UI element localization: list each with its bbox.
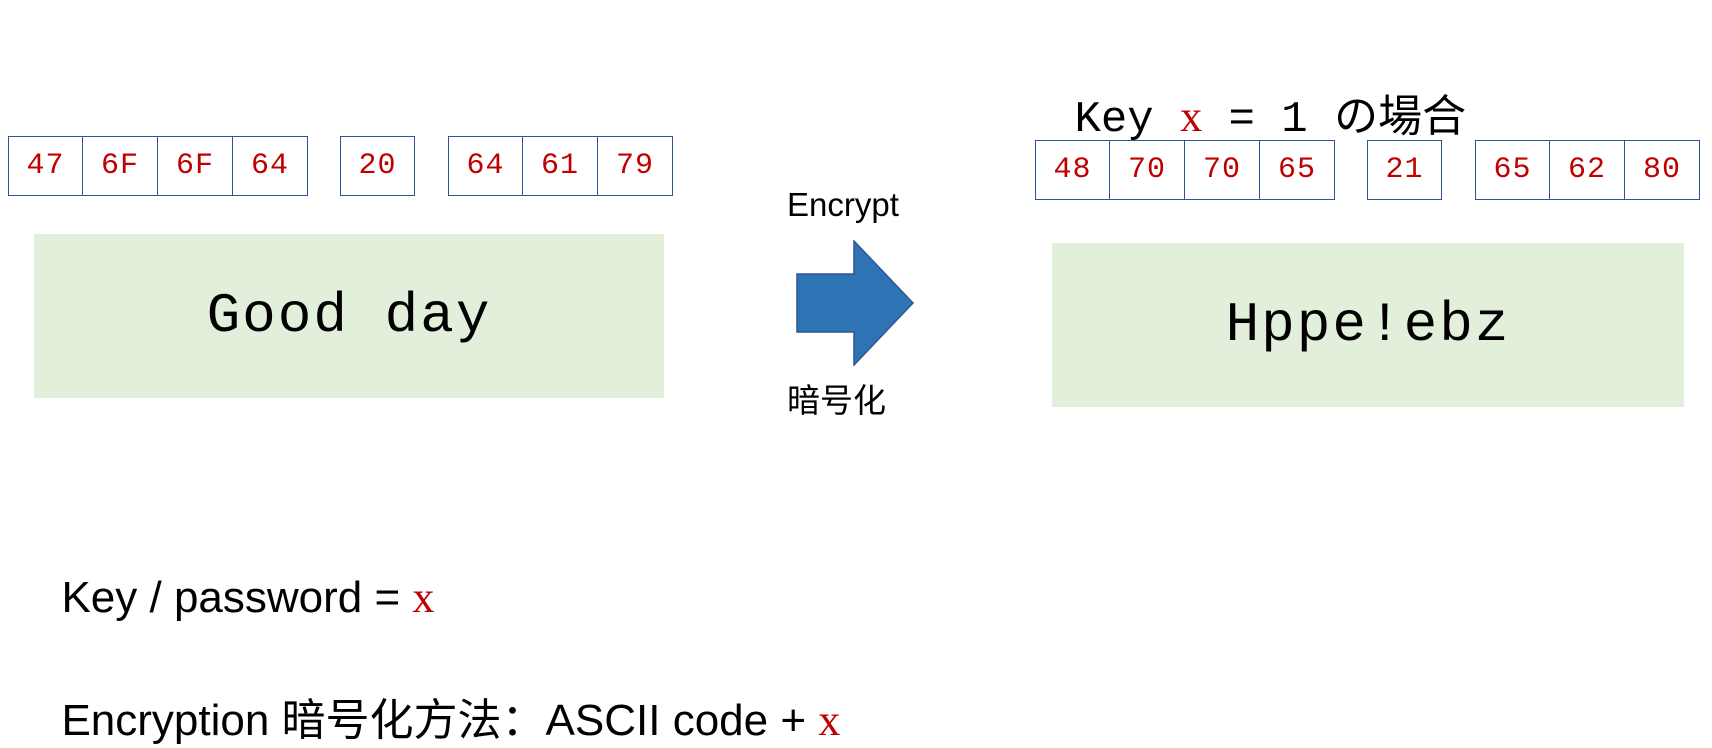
hex-group-word-1: 47 6F 6F 64 xyxy=(8,136,308,196)
ciphertext-box: Hppe!ebz xyxy=(1052,243,1684,407)
method-line-text: Encryption 暗号化方法：ASCII code + xyxy=(61,696,819,745)
hex-cell: 6F xyxy=(83,136,158,196)
hex-cell: 61 xyxy=(523,136,598,196)
hex-group-word-2: 65 62 80 xyxy=(1475,140,1700,200)
encrypt-label: Encrypt xyxy=(787,186,899,223)
hex-cell: 47 xyxy=(8,136,83,196)
hex-cell: 65 xyxy=(1475,140,1550,200)
ciphertext-hex-row: 48 70 70 65 21 65 62 80 xyxy=(1035,140,1700,200)
hex-cell: 48 xyxy=(1035,140,1110,200)
hex-cell: 64 xyxy=(448,136,523,196)
hex-group-space: 20 xyxy=(340,136,415,196)
right-arrow-icon xyxy=(796,240,915,366)
key-variable: x xyxy=(818,696,841,745)
key-line: Key / password = x xyxy=(37,522,434,623)
hex-cell: 6F xyxy=(158,136,233,196)
hex-group-word-2: 64 61 79 xyxy=(448,136,673,196)
key-caption-prefix: Key xyxy=(1074,95,1181,145)
key-line-text: Key / password = xyxy=(61,573,413,622)
hex-cell: 62 xyxy=(1550,140,1625,200)
hex-cell: 70 xyxy=(1185,140,1260,200)
hex-group-space: 21 xyxy=(1367,140,1442,200)
key-variable: x xyxy=(412,573,435,622)
hex-cell: 65 xyxy=(1260,140,1335,200)
method-line: Encryption 暗号化方法：ASCII code + x xyxy=(37,634,840,748)
plaintext-box: Good day xyxy=(34,234,664,398)
hex-cell: 70 xyxy=(1110,140,1185,200)
key-caption-suffix: の場合 xyxy=(1334,92,1467,141)
hex-cell: 80 xyxy=(1625,140,1700,200)
hex-group-word-1: 48 70 70 65 xyxy=(1035,140,1335,200)
hex-cell: 20 xyxy=(340,136,415,196)
hex-cell: 79 xyxy=(598,136,673,196)
hex-cell: 64 xyxy=(233,136,308,196)
hex-cell: 21 xyxy=(1367,140,1442,200)
key-caption: Key x = 1 の場合 xyxy=(1050,30,1466,145)
plaintext-hex-row: 47 6F 6F 64 20 64 61 79 xyxy=(8,136,673,196)
key-caption-value: = 1 xyxy=(1202,95,1335,145)
key-variable: x xyxy=(1180,92,1203,141)
encrypt-label-jp: 暗号化 xyxy=(787,382,886,419)
